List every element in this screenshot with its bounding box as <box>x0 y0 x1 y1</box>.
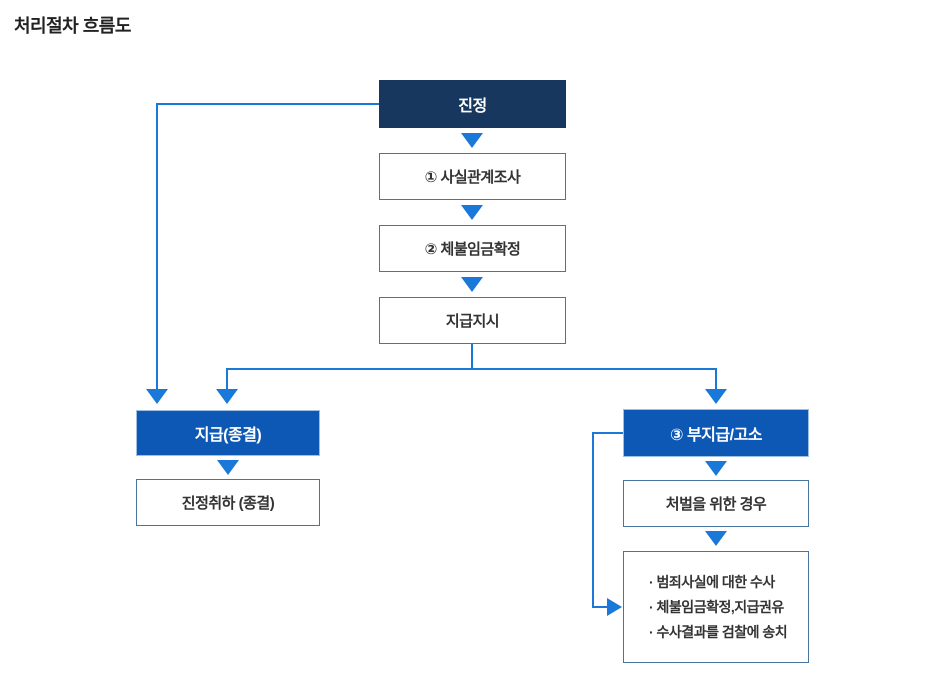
node-investigation-details: · 범죄사실에 대한 수사 · 체불임금확정,지급권유 · 수사결과를 검찰에 송치 <box>623 551 809 663</box>
node-nonpayment-accusation: ③ 부지급/고소 <box>623 409 809 457</box>
arrow-down-icon <box>705 461 727 476</box>
detail-item: · 범죄사실에 대한 수사 <box>649 573 775 590</box>
detail-item: · 체불임금확정,지급권유 <box>649 598 784 615</box>
detail-item: · 수사결과를 검찰에 송치 <box>649 623 788 640</box>
connector-start-left-vertical <box>156 103 158 389</box>
arrow-down-icon <box>461 133 483 148</box>
connector-stub <box>471 344 473 370</box>
node-step-3: 지급지시 <box>379 297 566 344</box>
connector-branch-left <box>226 368 228 389</box>
node-step-1: ① 사실관계조사 <box>379 153 566 200</box>
arrow-down-icon <box>217 460 239 475</box>
connector-loop-bottom <box>592 606 608 608</box>
node-paid-closed: 지급(종결) <box>136 410 320 456</box>
connector-branch-horizontal <box>226 368 717 370</box>
connector-loop-vertical <box>592 432 594 608</box>
node-step-2: ② 체불임금확정 <box>379 225 566 272</box>
node-withdrawal-closed: 진정취하 (종결) <box>136 479 320 526</box>
arrow-down-icon <box>461 277 483 292</box>
connector-branch-right <box>715 368 717 389</box>
arrow-down-icon <box>705 389 727 404</box>
node-start: 진정 <box>379 80 566 128</box>
arrow-down-icon <box>146 389 168 404</box>
arrow-down-icon <box>705 531 727 546</box>
page-title: 처리절차 흐름도 <box>14 16 131 36</box>
arrow-down-icon <box>216 389 238 404</box>
arrow-right-icon <box>607 598 622 616</box>
arrow-down-icon <box>461 205 483 220</box>
connector-loop-top <box>592 432 623 434</box>
node-punishment-case: 처벌을 위한 경우 <box>623 480 809 527</box>
connector-start-left-horizontal <box>156 103 379 105</box>
